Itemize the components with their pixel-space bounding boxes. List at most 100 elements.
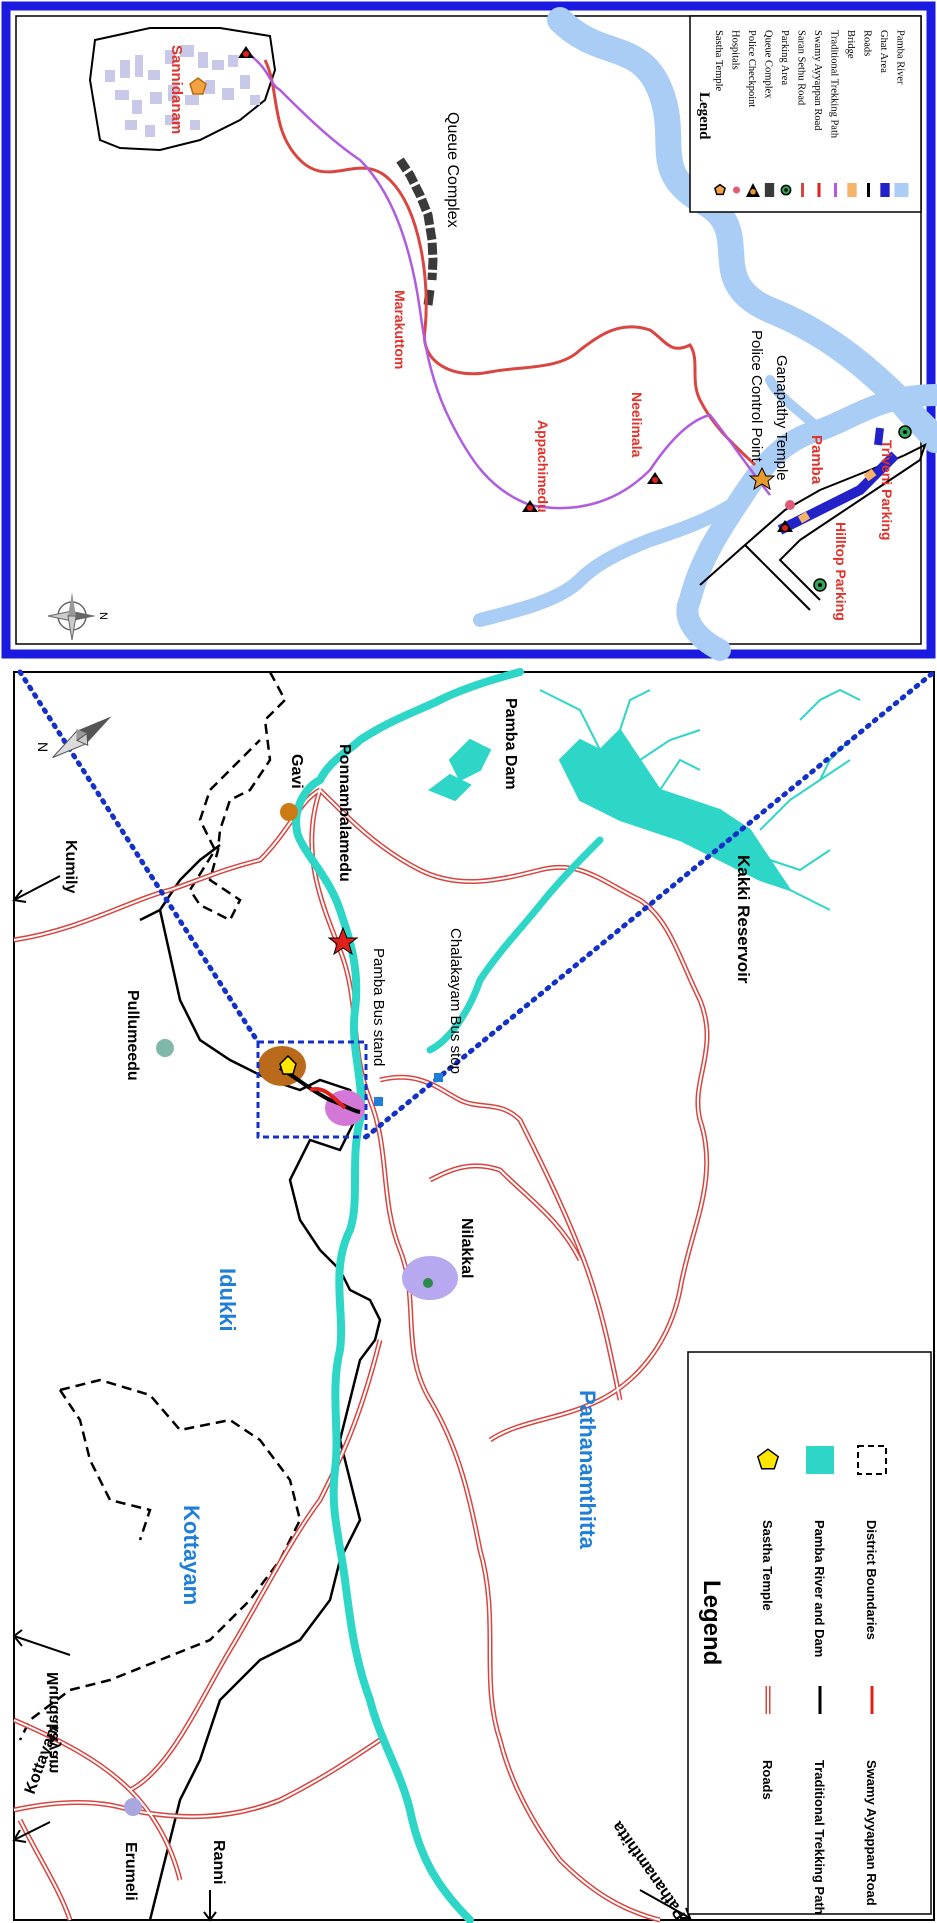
- inset-bridge-2: [863, 468, 877, 482]
- inset-legend-items: Sastha Temple Hospitals Police Checkpoint Q…: [713, 30, 909, 197]
- road-direction-arrows: [12, 875, 692, 1922]
- label-chalakayam-bus-stop: Chalakayam Bus stop: [447, 928, 464, 1074]
- label-ranni: Ranni: [210, 1840, 227, 1884]
- inset-trek-purple: [249, 54, 771, 510]
- legend-item: Roads: [862, 30, 873, 197]
- legend-symbol: [756, 1448, 780, 1470]
- legend-item: Swamy Ayyappan Road: [864, 1686, 879, 1906]
- label-kumily: Kumily: [62, 840, 79, 893]
- label-pamba-bus-stand: Pamba Bus stand: [370, 948, 387, 1066]
- label-ponnambalamedu: Ponnambalamedu: [336, 744, 353, 882]
- overview-north-arrow: [52, 716, 112, 759]
- legend-label: Queue Complex: [763, 30, 774, 99]
- inset-map: Sannidanam Queue Complex Marakuttom Appa…: [1, 1, 937, 661]
- legend-label: District Boundaries: [864, 1520, 879, 1640]
- legend-label: Police Checkpoint: [746, 30, 757, 107]
- inset-north-letter: N: [97, 612, 109, 620]
- legend-symbol: [880, 183, 890, 197]
- label-pamba-dam: Pamba Dam: [502, 698, 519, 790]
- erumeli-marker: [124, 1798, 142, 1816]
- queue-complex: [396, 157, 438, 306]
- legend-symbol: [764, 183, 775, 197]
- label-pathanamthitta-district: Pathanamthitta: [575, 1390, 600, 1550]
- legend-item: Hospitals: [730, 30, 741, 194]
- legend-item: Swamy Ayyappan Road: [812, 30, 823, 197]
- label-kakki-reservoir: Kakki Reservoir: [734, 855, 753, 984]
- legend-label: Saran Sethu Road: [796, 30, 807, 106]
- legend-item: Saran Sethu Road: [796, 30, 807, 197]
- label-mundakayam: Mundakayam: [45, 1672, 62, 1773]
- label-marakuttom: Marakuttom: [392, 290, 408, 369]
- legend-item: Traditional Trekking Path: [829, 30, 840, 197]
- legend-symbol: [733, 186, 740, 194]
- legend-symbol: [847, 183, 857, 197]
- legend-label: Sastha Temple: [760, 1520, 775, 1611]
- overview-legend-title: Legend: [698, 1580, 725, 1665]
- district-boundaries: [18, 671, 302, 1741]
- legend-label: Hospitals: [730, 30, 741, 70]
- inset-link-lines: [17, 669, 937, 1140]
- inset-road-red: [263, 59, 757, 467]
- overview-legend-items: Roads Traditional Trekking Path Swamy Ayya…: [756, 1445, 887, 1915]
- legend-symbol: [806, 1446, 834, 1474]
- inset-inner-frame: [15, 15, 922, 645]
- inset-hospital-marker: [785, 500, 795, 510]
- overview-legend: Legend Roads Traditional Trekking Path Swa…: [687, 1351, 932, 1915]
- legend-label: Pamba River: [895, 30, 906, 85]
- inset-north-arrow: N: [47, 592, 109, 641]
- legend-symbol: [894, 183, 909, 197]
- sannidanam-area: [88, 27, 277, 152]
- legend-label: Roads: [760, 1760, 775, 1800]
- legend-item: Ghat Area: [878, 30, 890, 197]
- inset-parking-markers: [813, 425, 912, 592]
- overview-map: Kumily Gavi Pamba Dam Ponnambalamedu Pul…: [12, 668, 937, 1923]
- pamba-river-branch: [316, 668, 524, 784]
- label-police-control-point: Police Control Point: [748, 330, 765, 463]
- legend-label: Roads: [862, 30, 873, 56]
- legend-label: Pamba River and Dam: [812, 1520, 827, 1657]
- inset-sastha-temple-marker: [189, 77, 207, 95]
- legend-item: Pamba River and Dam: [806, 1446, 834, 1657]
- legend-label: Parking Area: [779, 30, 790, 85]
- legend-label: Traditional Trekking Path: [812, 1760, 827, 1915]
- label-gavi: Gavi: [288, 754, 305, 789]
- legend-label: Sastha Temple: [713, 30, 724, 92]
- roads: [14, 790, 707, 1920]
- overview-sannidanam-cluster: [258, 1046, 365, 1126]
- nilakkal-marker: [423, 1278, 433, 1288]
- inset-locator-box: [256, 1040, 368, 1139]
- gavi-marker: [280, 803, 298, 821]
- label-nilakkal: Nilakkal: [458, 1218, 475, 1278]
- legend-symbol: [780, 184, 792, 196]
- label-idukki: Idukki: [215, 1268, 240, 1332]
- legend-label: Bridge: [845, 30, 856, 59]
- label-neelimala: Neelimala: [629, 392, 645, 458]
- legend-item: District Boundaries: [857, 1445, 887, 1640]
- legend-item: Sastha Temple: [756, 1448, 780, 1611]
- legend-item: Traditional Trekking Path: [812, 1686, 827, 1915]
- legend-item: Queue Complex: [763, 30, 775, 197]
- legend-symbol: [857, 1445, 887, 1475]
- inset-pamba-river: [473, 7, 937, 661]
- inset-police-checkpoint-markers: [238, 46, 793, 532]
- pamba-bus-stand-marker: [374, 1097, 383, 1106]
- label-queue-complex: Queue Complex: [444, 112, 461, 228]
- sastha-temple-marker: [279, 1054, 297, 1075]
- chalakayam-bus-stop-marker: [434, 1073, 443, 1082]
- label-ganapathy-temple: Ganapathy Temple: [773, 355, 790, 481]
- ponnambalamedu-marker: [327, 926, 359, 956]
- legend-item: Roads: [760, 1686, 775, 1800]
- pullumeedu-marker: [156, 1039, 174, 1057]
- inset-bridge: [797, 511, 811, 524]
- label-pamba: Pamba: [808, 435, 825, 485]
- legend-item: Pamba River: [894, 30, 909, 197]
- label-appachimedu: Appachimedu: [535, 420, 551, 513]
- nilakkal-area: [402, 1256, 458, 1300]
- kakki-reservoir: [427, 728, 793, 892]
- legend-item: Parking Area: [779, 30, 792, 196]
- legend-item: Sastha Temple: [713, 30, 726, 196]
- label-pullumeedu: Pullumeedu: [124, 990, 141, 1081]
- reservoir-inlets: [539, 688, 861, 911]
